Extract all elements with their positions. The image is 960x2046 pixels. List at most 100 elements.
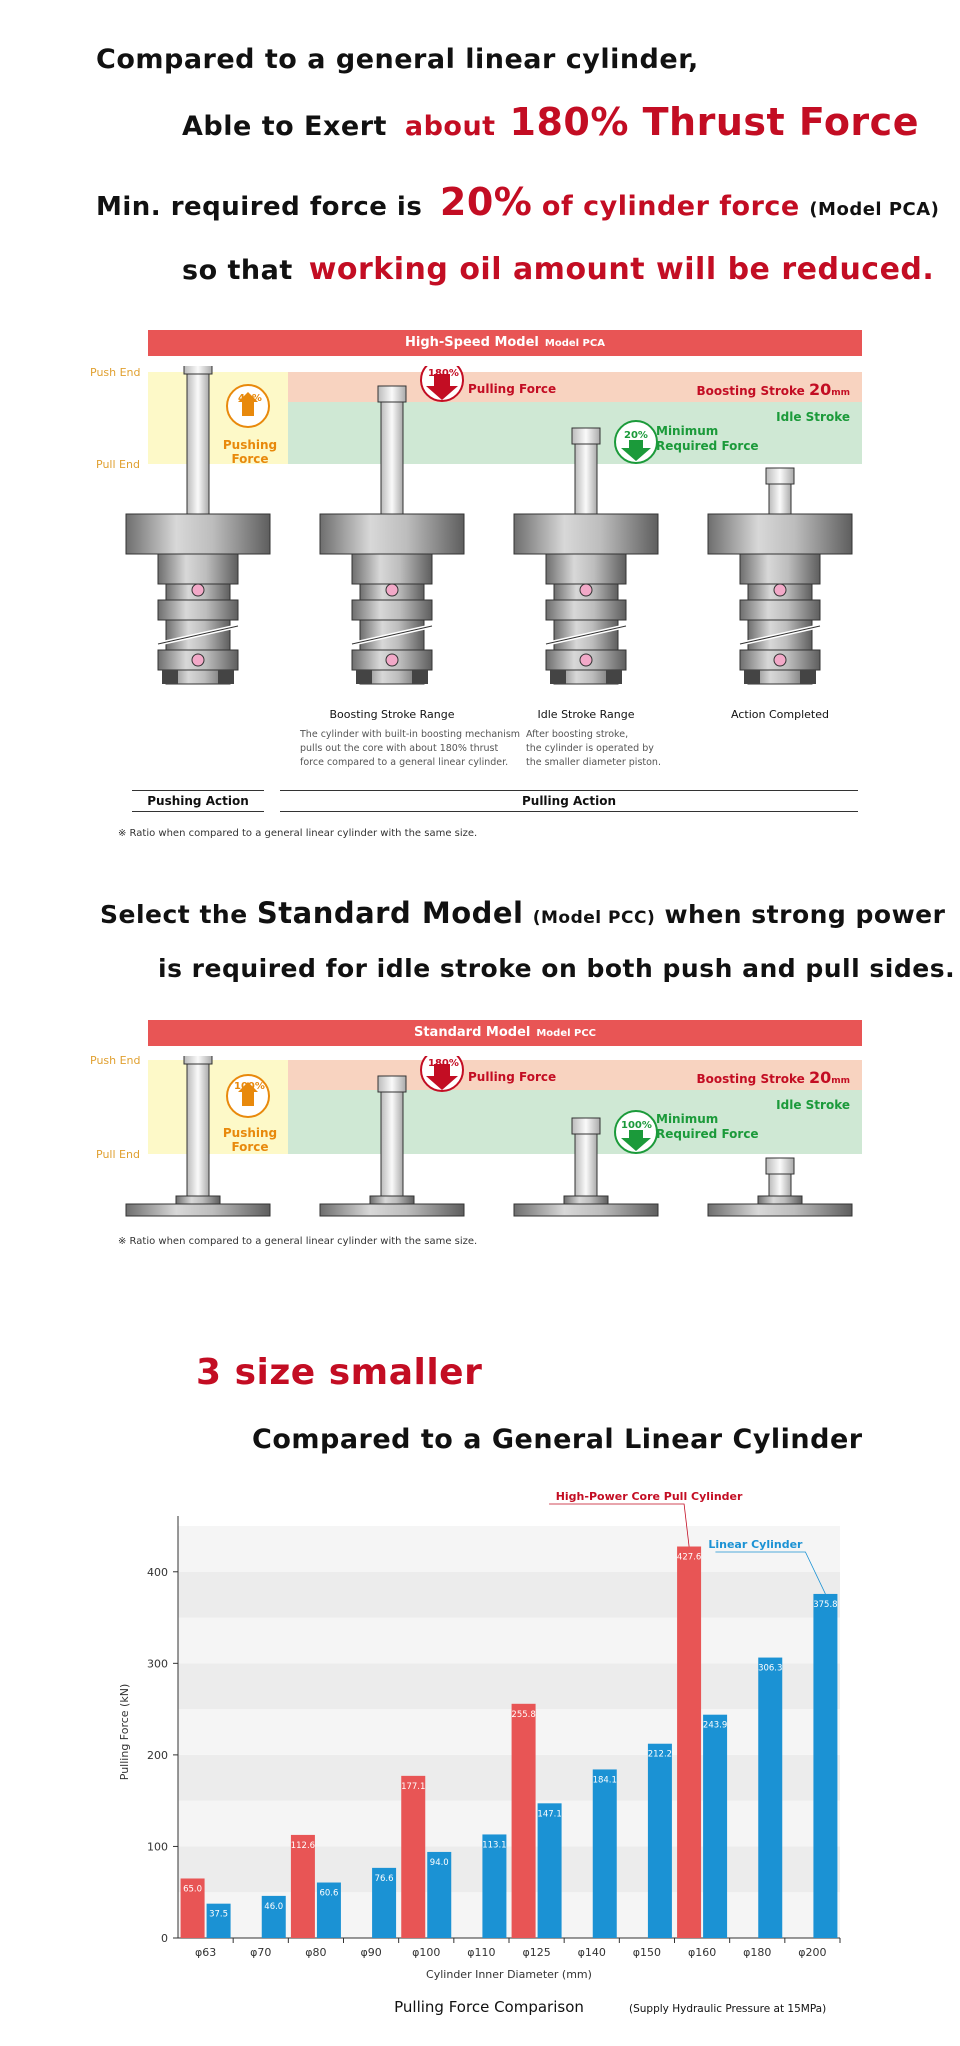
pca-pushing-action-text: Pushing Action bbox=[147, 794, 249, 808]
headline-thrust: 180% Thrust Force bbox=[509, 100, 919, 144]
chart-bar-linear bbox=[427, 1851, 452, 1938]
headline-line-1: Compared to a general linear cylinder, bbox=[96, 44, 699, 75]
mid-model-pcc: (Model PCC) bbox=[532, 908, 656, 928]
chart-y-tick-label: 300 bbox=[147, 1657, 168, 1670]
pca-desc-boost: The cylinder with built-in boosting mech… bbox=[300, 728, 520, 770]
chart-grid-band bbox=[178, 1663, 840, 1710]
pca-idle-label: Idle Stroke bbox=[776, 410, 850, 424]
chart-bar-core-pull bbox=[180, 1878, 205, 1938]
chart-bar-label: 375.8 bbox=[813, 1600, 837, 1610]
pcc-cylinders-diagram bbox=[125, 1056, 853, 1217]
chart-bar-label: 65.0 bbox=[183, 1884, 202, 1894]
chart-y-label: Pulling Force (kN) bbox=[118, 1684, 131, 1780]
chart-bar-label: 212.2 bbox=[648, 1750, 672, 1760]
pcc-boosting-text: Boosting Stroke bbox=[696, 1072, 805, 1086]
chart-bar-linear bbox=[206, 1903, 231, 1938]
pca-min-label-2: Required Force bbox=[656, 439, 759, 453]
chart-grid-band bbox=[178, 1617, 840, 1664]
chart-bar-label: 427.6 bbox=[677, 1553, 701, 1563]
chart-legend-linear-line bbox=[715, 1551, 826, 1595]
pcc-pulling-pct: 180% bbox=[428, 1058, 459, 1069]
pca-pushing-action: Pushing Action bbox=[132, 790, 264, 812]
pcc-min-badge bbox=[614, 1110, 658, 1154]
pcc-pushing-pct-value: 100 bbox=[234, 1081, 255, 1092]
chart-bar-label: 243.9 bbox=[703, 1721, 727, 1731]
pcc-pulling-label: Pulling Force bbox=[468, 1070, 557, 1084]
chart-bar-label: 112.6 bbox=[291, 1841, 315, 1851]
pca-caption-boost: Boosting Stroke Range bbox=[329, 708, 455, 721]
chart-bar-label: 94.0 bbox=[430, 1858, 449, 1868]
chart-y-tick-label: 200 bbox=[147, 1749, 168, 1762]
pcc-pushing-label-1: Pushing bbox=[222, 1126, 278, 1140]
headline-text-1: Compared to a general linear cylinder, bbox=[96, 44, 699, 75]
pca-desc-boost-2: pulls out the core with about 180% thrus… bbox=[300, 743, 499, 754]
chart-grid-band bbox=[178, 1571, 840, 1618]
headline-line-2: Able to Exert about 180% Thrust Force bbox=[182, 100, 919, 144]
chart-bar-label: 184.1 bbox=[593, 1775, 617, 1785]
headline-able: Able to Exert bbox=[182, 111, 387, 142]
pcc-idle-label: Idle Stroke bbox=[776, 1098, 850, 1112]
mid-line-2-text: is required for idle stroke on both push… bbox=[158, 954, 956, 983]
chart-x-tick-label: φ160 bbox=[688, 1946, 716, 1959]
pcc-banner-title: Standard Model bbox=[413, 1025, 531, 1040]
chart-x-tick-label: φ180 bbox=[743, 1946, 771, 1959]
pca-desc-idle-3: the smaller diameter piston. bbox=[526, 757, 661, 768]
chart-bar-label: 60.6 bbox=[319, 1889, 338, 1899]
chart-x-tick-label: φ90 bbox=[360, 1946, 381, 1959]
chart-x-tick-label: φ140 bbox=[578, 1946, 606, 1959]
pca-min-label: Minimum Required Force bbox=[656, 424, 759, 454]
pca-note: ※ Ratio when compared to a general linea… bbox=[118, 828, 478, 839]
pca-cylinders-diagram bbox=[124, 366, 854, 686]
pcc-boosting-label: Boosting Stroke 20mm bbox=[697, 1068, 851, 1087]
chart-bar-label: 76.6 bbox=[375, 1874, 394, 1884]
chart-bar-linear bbox=[703, 1714, 728, 1938]
chart-x-tick-label: φ100 bbox=[412, 1946, 440, 1959]
size-headline: 3 size smaller bbox=[196, 1352, 483, 1393]
pca-boosting-text: Boosting Stroke bbox=[696, 384, 805, 398]
pcc-min-label-2: Required Force bbox=[656, 1127, 759, 1141]
chart-title: Pulling Force Comparison bbox=[394, 1998, 584, 2016]
mid-line-2: is required for idle stroke on both push… bbox=[158, 954, 955, 983]
chart-bar-label: 37.5 bbox=[209, 1910, 228, 1920]
pca-pulling-action: Pulling Action bbox=[280, 790, 858, 812]
chart-x-tick-label: φ63 bbox=[195, 1946, 216, 1959]
chart-legend-core-pull-line bbox=[549, 1503, 690, 1547]
pcc-min-pct: 100% bbox=[621, 1120, 652, 1131]
pcc-min-pct-value: 100 bbox=[621, 1120, 642, 1131]
pcc-banner: Standard Model Model PCC bbox=[148, 1020, 862, 1046]
pca-pulling-pct-value: 180 bbox=[428, 368, 449, 379]
pca-min-label-1: Minimum bbox=[656, 424, 719, 438]
pcc-push-end-label: Push End bbox=[90, 1054, 141, 1067]
pca-pull-end-label: Pull End bbox=[96, 458, 140, 471]
pca-pushing-pct-value: 40 bbox=[238, 393, 252, 404]
pca-caption-done: Action Completed bbox=[731, 708, 829, 721]
chart-x-tick-label: φ110 bbox=[467, 1946, 495, 1959]
chart-bar-core-pull bbox=[290, 1834, 315, 1938]
chart-x-tick-label: φ200 bbox=[798, 1946, 826, 1959]
chart-legend-core-pull: High-Power Core Pull Cylinder bbox=[556, 1490, 743, 1503]
pcc-note: ※ Ratio when compared to a general linea… bbox=[118, 1236, 478, 1247]
chart-subtitle: (Supply Hydraulic Pressure at 15MPa) bbox=[629, 2003, 826, 2015]
chart-grid-band bbox=[178, 1800, 840, 1847]
chart-bar-core-pull bbox=[511, 1703, 536, 1938]
pca-banner-model: Model PCA bbox=[544, 338, 605, 349]
chart-x-tick-label: φ80 bbox=[305, 1946, 326, 1959]
pcc-min-label: Minimum Required Force bbox=[656, 1112, 759, 1142]
pca-min-pct: 20% bbox=[624, 430, 648, 441]
chart-bar-label: 46.0 bbox=[264, 1902, 283, 1912]
mid-standard: Standard Model bbox=[256, 896, 524, 930]
headline-so-that: so that bbox=[182, 255, 293, 286]
pca-desc-boost-3: force compared to a general linear cylin… bbox=[300, 757, 509, 768]
chart-bar-linear bbox=[372, 1867, 397, 1938]
chart-x-tick-label: φ70 bbox=[250, 1946, 271, 1959]
pca-boosting-unit: mm bbox=[831, 388, 850, 398]
chart-bar-core-pull bbox=[677, 1546, 702, 1938]
pcc-boosting-value: 20 bbox=[808, 1068, 832, 1087]
chart-bar-linear bbox=[537, 1803, 562, 1938]
pca-pushing-label: Pushing Force bbox=[222, 438, 278, 466]
headline-cylinder-force: of cylinder force bbox=[541, 191, 800, 222]
chart-x-tick-label: φ125 bbox=[522, 1946, 550, 1959]
pcc-banner-model: Model PCC bbox=[536, 1028, 597, 1039]
mid-select: Select the bbox=[100, 900, 248, 929]
